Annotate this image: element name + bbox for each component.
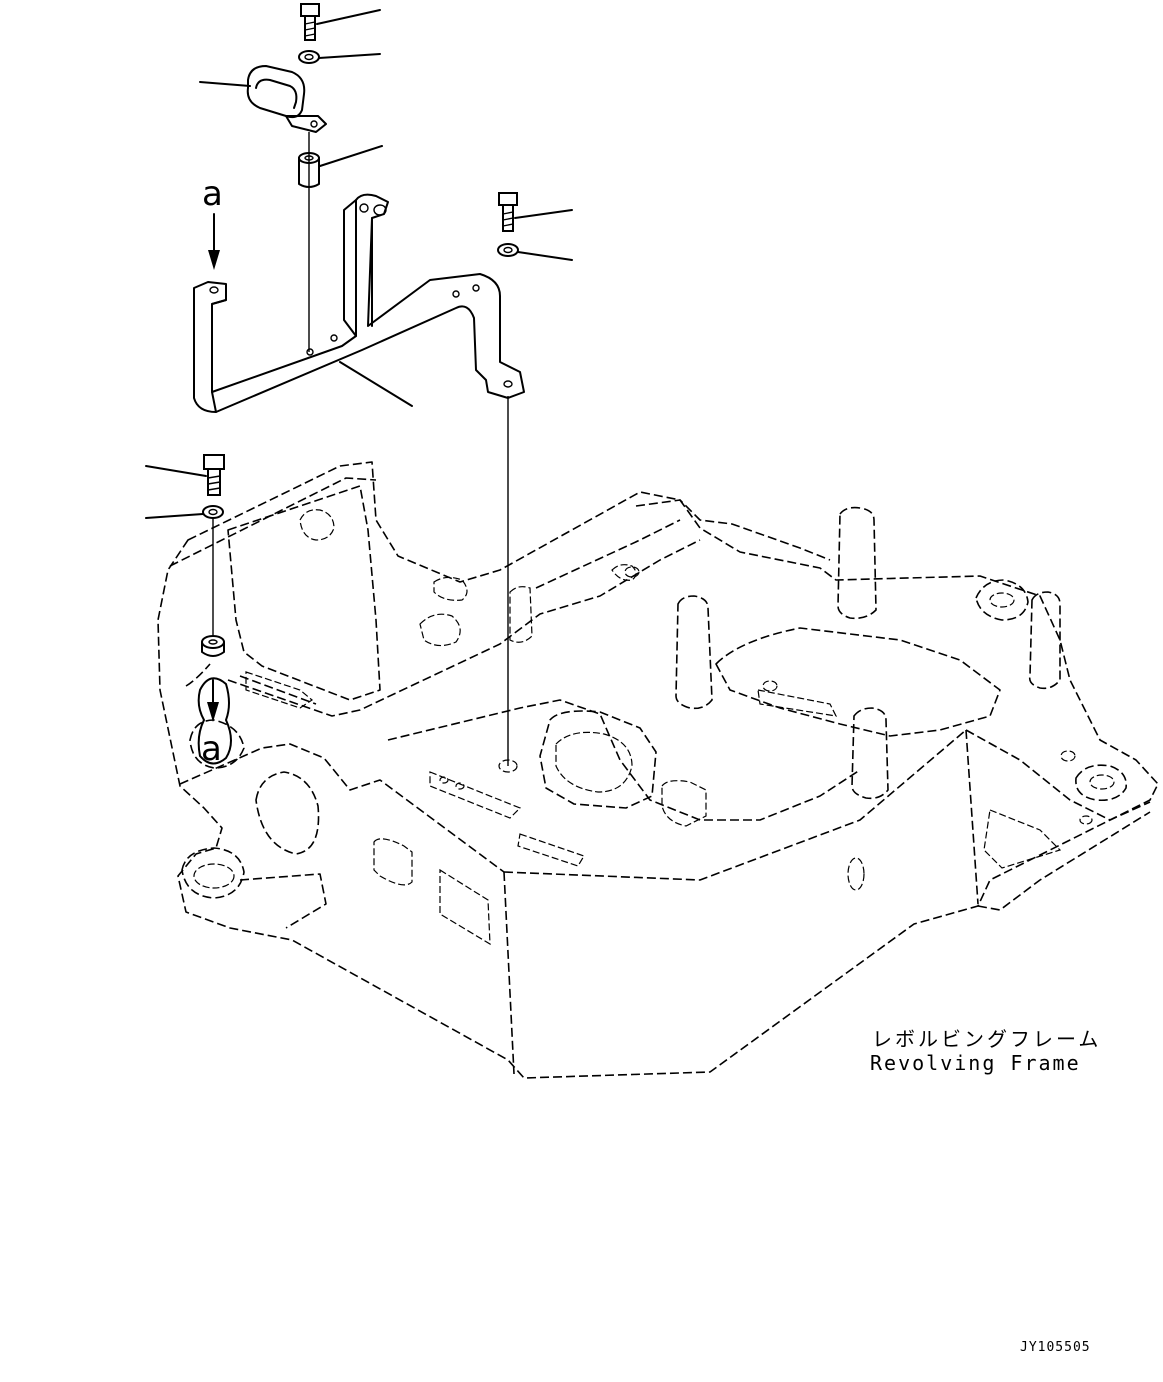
leader-line-4	[319, 145, 383, 167]
leader-line-1	[316, 9, 381, 25]
bolt-right	[498, 192, 518, 232]
drawing-reference-id: JY105505	[1020, 1340, 1091, 1355]
leader-line-9	[145, 513, 204, 519]
leader-line-7	[517, 251, 573, 261]
hose-clamp	[246, 65, 327, 133]
revolving-frame	[157, 461, 1159, 1079]
arrow-down-icon	[197, 677, 232, 765]
frame-label-japanese: レボルビングフレーム	[872, 1027, 1101, 1051]
leader-line-2	[318, 53, 381, 59]
leader-line-3	[199, 81, 251, 87]
washer-top	[298, 50, 320, 64]
arrow-down-icon	[208, 213, 220, 270]
mounting-bracket	[193, 193, 525, 413]
washer-right	[497, 243, 519, 257]
washer-left	[202, 505, 224, 519]
bolt-left	[203, 454, 225, 496]
callout-a-bottom: a	[201, 729, 222, 769]
spacer-left	[201, 635, 225, 657]
callout-a-top: a	[202, 174, 223, 214]
leader-line-6	[514, 209, 573, 219]
leader-line-8	[145, 465, 207, 477]
bolt-top	[300, 3, 320, 41]
leader-line-5	[339, 361, 413, 407]
frame-label-english: Revolving Frame	[870, 1051, 1081, 1075]
